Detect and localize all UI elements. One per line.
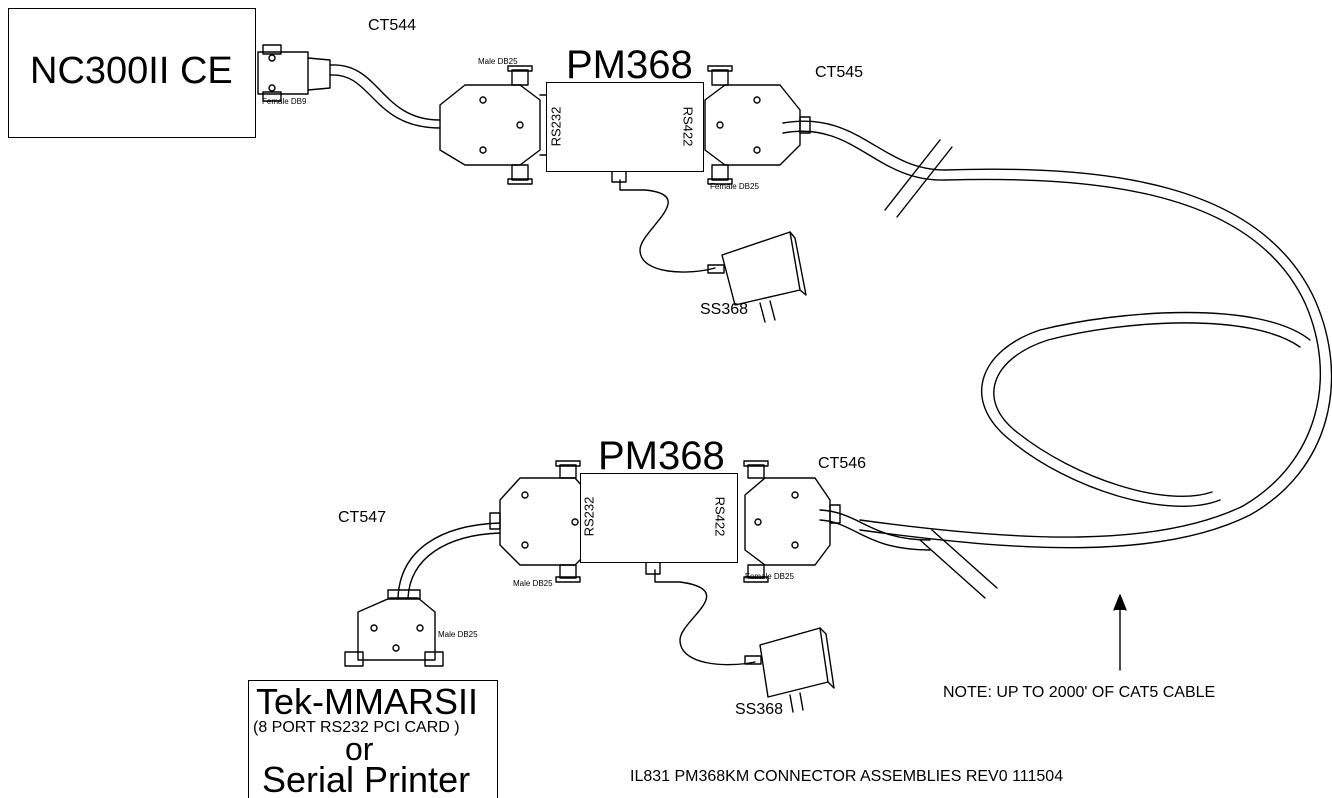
cat5-loop-cable-outer	[782, 120, 1332, 549]
ct547-label: CT547	[338, 509, 387, 526]
card-male-db25-connector	[344, 589, 444, 667]
bottom-rs422-label: RS422	[712, 496, 728, 537]
serial-printer-label: Serial Printer	[262, 759, 471, 798]
nc300-label: NC300II CE	[30, 50, 233, 92]
bottom-female-db25-label: Female DB25	[745, 572, 794, 581]
cat5-coil-inner	[993, 322, 1301, 498]
tek-label: Tek-MMARSII	[256, 681, 479, 722]
top-pm368-label: PM368	[566, 43, 693, 87]
female-db9-label: Female DB9	[262, 97, 307, 106]
bottom-rs232-label: RS232	[581, 496, 597, 537]
bottom-power-plug	[645, 561, 661, 575]
top-male-db25-connector	[439, 65, 547, 185]
cable-break-mark-top	[884, 139, 953, 218]
nc300-device-box	[8, 8, 256, 138]
cable-break-mark-bottom	[919, 529, 998, 599]
cat5-loop-cable-inner	[782, 130, 1322, 538]
female-db9-connector	[257, 44, 331, 102]
ct547-cable	[397, 522, 501, 599]
top-female-db25-connector	[704, 65, 811, 185]
cable-length-note: NOTE: UP TO 2000' OF CAT5 CABLE	[943, 684, 1216, 701]
bottom-male-db25-connector	[489, 460, 591, 583]
ct545-label: CT545	[815, 64, 864, 81]
footer-title: IL831 PM368KM CONNECTOR ASSEMBLIES REV0 …	[630, 768, 1064, 785]
top-pm368-box	[546, 82, 704, 172]
top-ss368-power-supply	[707, 231, 807, 323]
ct544-label: CT544	[368, 17, 417, 34]
ct544-cable	[329, 64, 441, 129]
top-female-db25-label: Female DB25	[710, 182, 759, 191]
top-male-db25-label: Male DB25	[478, 57, 518, 66]
bottom-pm368-label: PM368	[598, 434, 725, 478]
ct546-label: CT546	[818, 455, 867, 472]
bottom-male-db25-label: Male DB25	[513, 579, 553, 588]
bottom-female-db25-connector	[743, 460, 841, 583]
bottom-ss368-power-supply	[744, 627, 835, 713]
tek-card-box	[248, 680, 498, 798]
ct546-cable	[819, 509, 931, 551]
top-rs232-label: RS232	[548, 106, 564, 147]
top-rs422-label: RS422	[680, 106, 696, 147]
tek-sub-label: (8 PORT RS232 PCI CARD )	[253, 719, 460, 736]
bottom-pm368-box	[580, 473, 738, 563]
top-ss368-label: SS368	[700, 301, 749, 318]
cat5-coil-outer	[981, 311, 1311, 507]
bottom-ss368-label: SS368	[735, 701, 784, 718]
card-male-db25-label: Male DB25	[438, 630, 478, 639]
top-power-cord	[619, 179, 716, 273]
bottom-power-cord	[654, 569, 756, 666]
or-label: or	[345, 731, 374, 767]
note-arrow	[1113, 594, 1127, 671]
